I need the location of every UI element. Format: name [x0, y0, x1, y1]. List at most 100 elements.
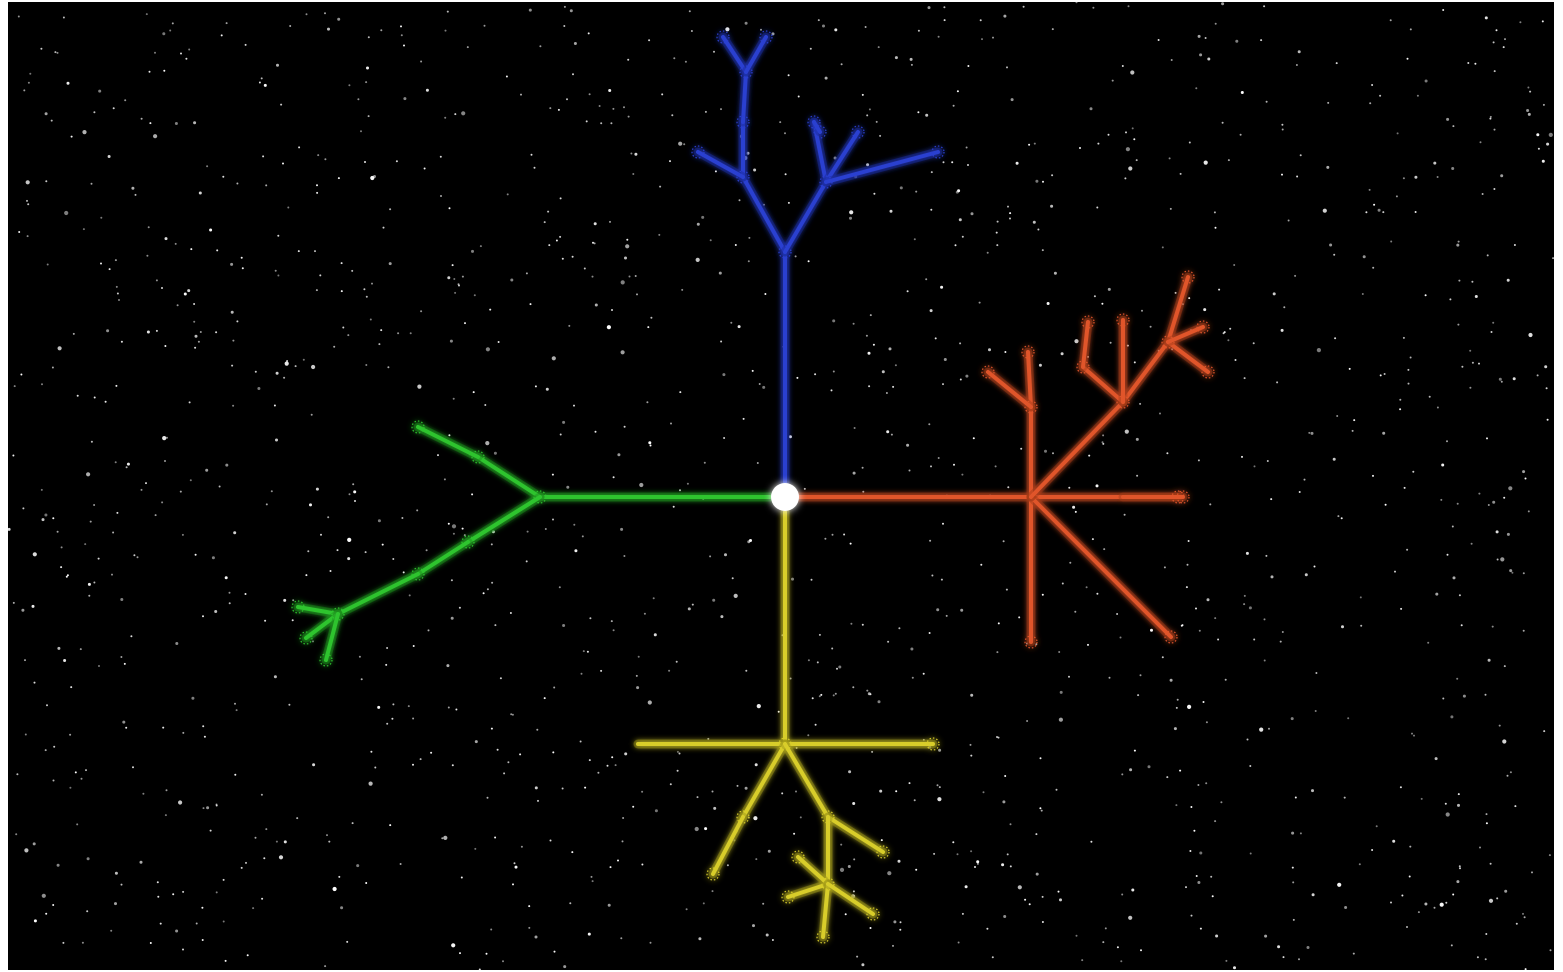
star: [621, 280, 625, 284]
star: [824, 538, 826, 540]
star: [1442, 9, 1444, 11]
star: [172, 893, 174, 895]
star: [292, 599, 294, 601]
star: [1491, 331, 1493, 333]
star: [627, 59, 629, 61]
star: [284, 840, 287, 843]
game-viewport[interactable]: [8, 2, 1554, 970]
star: [970, 744, 972, 746]
star: [1471, 543, 1473, 545]
star: [943, 161, 945, 163]
star: [552, 356, 556, 360]
star: [1475, 295, 1478, 298]
star: [140, 861, 143, 864]
star: [712, 890, 714, 892]
star: [988, 348, 991, 351]
star: [489, 309, 491, 311]
star: [1233, 264, 1235, 266]
star: [1411, 733, 1413, 735]
star: [671, 114, 673, 116]
star: [236, 709, 238, 711]
star: [1018, 616, 1020, 618]
star: [1233, 966, 1236, 969]
star: [810, 48, 812, 50]
star: [648, 441, 651, 444]
star: [1007, 206, 1009, 208]
star: [45, 749, 47, 751]
star: [216, 804, 218, 806]
star: [698, 937, 701, 940]
constellation-west: [292, 421, 770, 666]
star: [1041, 810, 1043, 812]
star: [1175, 804, 1177, 806]
star: [222, 176, 224, 178]
star: [595, 304, 598, 307]
star: [563, 25, 565, 27]
star: [1359, 863, 1361, 865]
star: [1528, 510, 1530, 512]
star: [659, 186, 661, 188]
star: [352, 483, 354, 485]
star: [177, 304, 179, 306]
star: [1295, 797, 1297, 799]
star: [1193, 830, 1195, 832]
star: [1061, 352, 1064, 355]
star: [172, 22, 174, 24]
star: [400, 25, 402, 27]
star: [1300, 154, 1302, 156]
star: [1158, 39, 1160, 41]
star: [45, 913, 47, 915]
star: [161, 501, 163, 503]
star: [554, 951, 556, 953]
star: [1522, 913, 1524, 915]
star: [450, 340, 453, 343]
star: [723, 437, 725, 439]
star: [909, 782, 911, 784]
star: [925, 114, 928, 117]
star: [386, 723, 388, 725]
star: [22, 507, 24, 509]
star: [261, 77, 263, 79]
star: [283, 599, 286, 602]
star: [1265, 555, 1267, 557]
star: [1528, 333, 1532, 337]
starfield-canvas[interactable]: [8, 2, 1554, 970]
star: [1492, 322, 1494, 324]
star: [403, 45, 405, 47]
star: [1457, 804, 1460, 807]
star: [644, 613, 646, 615]
star: [360, 130, 362, 132]
star: [1086, 586, 1088, 588]
star: [1497, 559, 1499, 561]
star: [263, 857, 265, 859]
star: [866, 335, 868, 337]
star: [145, 482, 147, 484]
star: [980, 19, 982, 21]
center-hub-node[interactable]: [771, 483, 799, 511]
star: [559, 236, 561, 238]
star: [1442, 698, 1444, 700]
star: [337, 18, 340, 21]
star: [1418, 911, 1420, 913]
star: [487, 588, 489, 590]
star: [1137, 694, 1139, 696]
star: [458, 285, 460, 287]
star: [1362, 293, 1364, 295]
star: [223, 879, 225, 881]
star: [261, 898, 263, 900]
star: [552, 751, 554, 753]
star: [553, 687, 555, 689]
star: [595, 431, 597, 433]
branch-segment: [468, 497, 540, 542]
star: [573, 524, 575, 526]
star: [1016, 162, 1019, 165]
star: [1166, 452, 1168, 454]
star: [974, 866, 976, 868]
star: [1136, 159, 1138, 161]
star: [426, 89, 429, 92]
star: [1110, 342, 1112, 344]
star: [790, 678, 792, 680]
star: [401, 517, 403, 519]
star: [1264, 660, 1266, 662]
star: [1010, 865, 1012, 867]
